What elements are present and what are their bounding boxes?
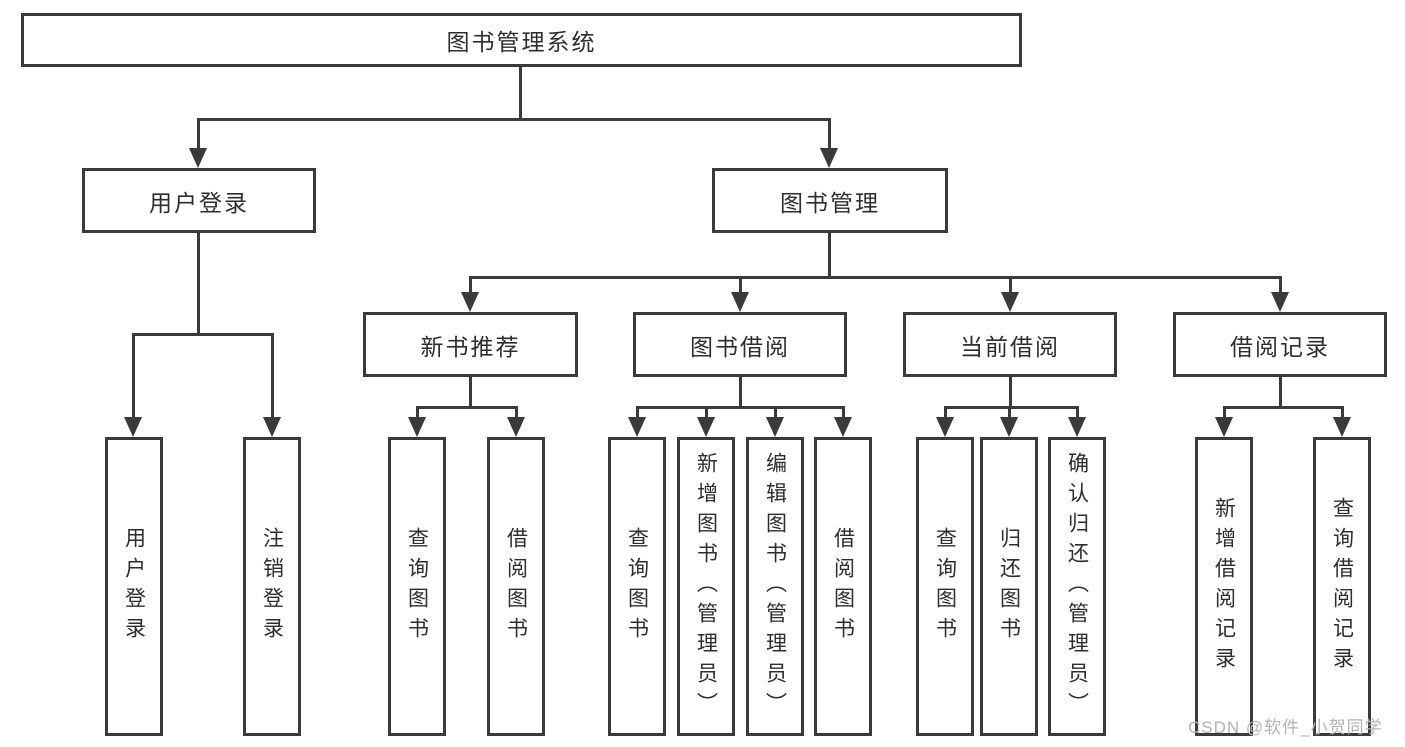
- connector-login-bus: [132, 333, 274, 336]
- arrowhead-records: [1271, 292, 1289, 312]
- arrowhead-login-1: [124, 417, 142, 437]
- leaf-borrow-borrow-book-label: 借阅图书: [831, 526, 855, 647]
- arrowhead-recommend-1: [408, 417, 426, 437]
- arrowhead-borrow-2: [697, 417, 715, 437]
- leaf-logout-label: 注销登录: [260, 526, 284, 647]
- arrowhead-records-2: [1333, 417, 1351, 437]
- csdn-watermark: CSDN @软件_小贺同学: [1188, 718, 1383, 737]
- leaf-current-confirm-return-admin-label: 确认归还（管理员）: [1065, 451, 1089, 722]
- arrowhead-recommend: [461, 292, 479, 312]
- connector-drop-login-1: [132, 333, 135, 420]
- arrowhead-borrow-1: [628, 417, 646, 437]
- leaf-borrow-query-book-label: 查询图书: [625, 526, 649, 647]
- leaf-records-query-record: 查询借阅记录: [1313, 437, 1371, 736]
- connector-level1-bus: [197, 118, 831, 121]
- leaf-borrow-query-book: 查询图书: [608, 437, 666, 736]
- arrowhead-book-mgmt: [820, 148, 838, 168]
- leaf-recommend-query-book-label: 查询图书: [405, 526, 429, 647]
- node-current-borrow: 当前借阅: [903, 312, 1117, 377]
- leaf-borrow-add-book-admin-label: 新增图书（管理员）: [694, 451, 718, 722]
- arrowhead-current-2: [1000, 417, 1018, 437]
- connector-current-bus: [944, 406, 1079, 409]
- arrowhead-current-3: [1068, 417, 1086, 437]
- connector-drop-user-login: [197, 118, 200, 151]
- leaf-records-add-record-label: 新增借阅记录: [1212, 496, 1236, 677]
- connector-drop-recommend-2: [515, 406, 518, 420]
- leaf-user-login: 用户登录: [105, 437, 163, 736]
- leaf-current-return-book: 归还图书: [980, 437, 1038, 736]
- connector-current-stem: [1009, 377, 1012, 409]
- connector-mgmt-stem: [828, 233, 831, 279]
- connector-borrow-stem: [739, 377, 742, 409]
- connector-drop-current-2: [1008, 406, 1011, 420]
- connector-root-stem: [519, 65, 522, 121]
- arrowhead-records-1: [1215, 417, 1233, 437]
- arrowhead-current: [1001, 292, 1019, 312]
- connector-borrow-bus: [636, 406, 845, 409]
- connector-drop-book-mgmt: [828, 118, 831, 151]
- arrowhead-user-login: [189, 148, 207, 168]
- connector-records-stem: [1279, 377, 1282, 409]
- node-root-library-system: 图书管理系统: [21, 13, 1022, 67]
- leaf-recommend-query-book: 查询图书: [388, 437, 446, 736]
- connector-recommend-stem: [469, 377, 472, 409]
- leaf-user-login-label: 用户登录: [122, 526, 146, 647]
- node-user-login: 用户登录: [82, 168, 316, 233]
- arrowhead-recommend-2: [507, 417, 525, 437]
- connector-drop-records: [1279, 276, 1282, 295]
- leaf-current-query-book-label: 查询图书: [933, 526, 957, 647]
- arrowhead-current-1: [936, 417, 954, 437]
- leaf-records-add-record: 新增借阅记录: [1195, 437, 1253, 736]
- arrowhead-borrow: [731, 292, 749, 312]
- leaf-current-confirm-return-admin: 确认归还（管理员）: [1048, 437, 1106, 736]
- leaf-borrow-edit-book-admin: 编辑图书（管理员）: [746, 437, 804, 736]
- connector-drop-records-2: [1341, 406, 1344, 420]
- leaf-records-query-record-label: 查询借阅记录: [1330, 496, 1354, 677]
- connector-recommend-bus: [416, 406, 518, 409]
- connector-drop-borrow-2: [705, 406, 708, 420]
- connector-login-stem: [197, 233, 200, 336]
- connector-drop-current: [1009, 276, 1012, 295]
- leaf-logout: 注销登录: [243, 437, 301, 736]
- leaf-borrow-borrow-book: 借阅图书: [814, 437, 872, 736]
- leaf-current-query-book: 查询图书: [916, 437, 974, 736]
- leaf-borrow-edit-book-admin-label: 编辑图书（管理员）: [763, 451, 787, 722]
- connector-drop-borrow-4: [842, 406, 845, 420]
- connector-drop-current-1: [944, 406, 947, 420]
- connector-drop-recommend: [469, 276, 472, 295]
- connector-drop-current-3: [1076, 406, 1079, 420]
- connector-drop-recommend-1: [416, 406, 419, 420]
- arrowhead-login-2: [263, 417, 281, 437]
- connector-drop-borrow: [739, 276, 742, 295]
- connector-drop-borrow-3: [774, 406, 777, 420]
- arrowhead-borrow-3: [766, 417, 784, 437]
- node-borrow-records: 借阅记录: [1173, 312, 1387, 377]
- leaf-current-return-book-label: 归还图书: [997, 526, 1021, 647]
- node-new-book-recommend: 新书推荐: [363, 312, 578, 377]
- leaf-borrow-add-book-admin: 新增图书（管理员）: [677, 437, 735, 736]
- leaf-recommend-borrow-book-label: 借阅图书: [504, 526, 528, 647]
- connector-drop-borrow-1: [636, 406, 639, 420]
- node-book-management: 图书管理: [712, 168, 948, 233]
- arrowhead-borrow-4: [834, 417, 852, 437]
- connector-drop-login-2: [271, 333, 274, 420]
- connector-drop-records-1: [1223, 406, 1226, 420]
- leaf-recommend-borrow-book: 借阅图书: [487, 437, 545, 736]
- connector-level2-bus: [469, 276, 1282, 279]
- connector-records-bus: [1223, 406, 1344, 409]
- node-book-borrow: 图书借阅: [633, 312, 847, 377]
